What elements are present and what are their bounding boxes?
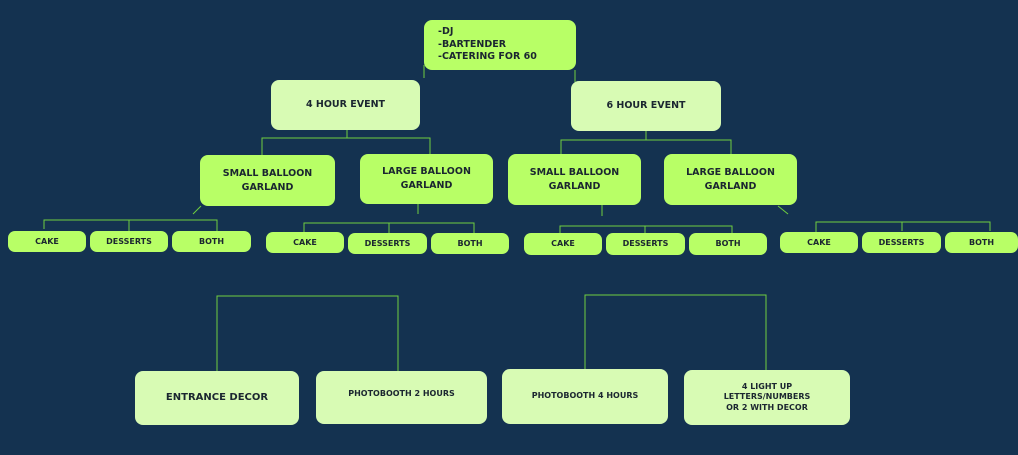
event-4-hour-label: 4 HOUR EVENT — [305, 99, 386, 111]
addon-letters-line2: LETTERS/NUMBERS — [723, 392, 811, 402]
addon-letters-line3: OR 2 WITH DECOR — [726, 402, 808, 412]
connector-addons-left — [216, 295, 399, 371]
event-4-hour-node[interactable]: 4 HOUR EVENT — [271, 80, 420, 130]
addon-photobooth-4-hours[interactable]: PHOTOBOOTH 4 HOURS — [502, 369, 668, 424]
garland-large-6hr-line1: LARGE BALLOON — [686, 166, 775, 178]
connector-4hr-garlands — [261, 130, 348, 155]
garland-large-4hr-line1: LARGE BALLOON — [382, 166, 471, 178]
option-cake-g2[interactable]: CAKE — [266, 232, 344, 253]
garland-small-6hr-line1: SMALL BALLOON — [529, 166, 620, 178]
garland-small-4hr-line1: SMALL BALLOON — [222, 167, 313, 179]
connector-6hr-garlands — [560, 131, 647, 154]
garland-small-4hr-node[interactable]: SMALL BALLOON GARLAND — [200, 155, 335, 206]
option-label: CAKE — [551, 239, 575, 248]
option-cake-g4[interactable]: CAKE — [780, 232, 858, 253]
option-label: DESSERTS — [878, 237, 925, 247]
event-6-hour-label: 6 HOUR EVENT — [606, 100, 686, 112]
addon-photobooth-2-hours[interactable]: PHOTOBOOTH 2 HOURS — [316, 371, 487, 424]
garland-large-4hr-line2: GARLAND — [400, 180, 453, 191]
option-label: CAKE — [35, 236, 59, 246]
root-line-catering: -CATERING FOR 60 — [438, 51, 537, 63]
option-desserts-g2[interactable]: DESSERTS — [348, 233, 427, 254]
garland-large-6hr-line2: GARLAND — [704, 180, 757, 192]
garland-large-4hr-node[interactable]: LARGE BALLOON GARLAND — [360, 154, 493, 204]
option-desserts-g4[interactable]: DESSERTS — [862, 232, 941, 253]
garland-small-4hr-line2: GARLAND — [241, 181, 294, 193]
option-label: CAKE — [293, 237, 317, 247]
connector-addons-right — [584, 294, 767, 370]
addon-entrance-decor-label: ENTRANCE DECOR — [165, 391, 269, 403]
option-both-g1[interactable]: BOTH — [172, 231, 251, 252]
connector-g1-options — [192, 205, 202, 215]
root-line-dj: -DJ — [438, 26, 454, 38]
root-node[interactable]: -DJ -BARTENDER -CATERING FOR 60 — [424, 20, 576, 70]
garland-large-6hr-node[interactable]: LARGE BALLOON GARLAND — [664, 154, 797, 205]
garland-small-6hr-node[interactable]: SMALL BALLOON GARLAND — [508, 154, 641, 205]
option-label: BOTH — [198, 236, 225, 246]
root-line-bartender: -BARTENDER — [438, 38, 507, 50]
option-cake-g1[interactable]: CAKE — [8, 231, 86, 252]
event-6-hour-node[interactable]: 6 HOUR EVENT — [571, 81, 721, 131]
addon-photobooth-4-label: PHOTOBOOTH 4 HOURS — [531, 391, 639, 401]
option-desserts-g3[interactable]: DESSERTS — [606, 233, 685, 255]
option-both-g4[interactable]: BOTH — [945, 232, 1018, 253]
option-both-g2[interactable]: BOTH — [431, 233, 509, 254]
option-label: DESSERTS — [364, 238, 411, 248]
addon-photobooth-2-label: PHOTOBOOTH 2 HOURS — [348, 389, 455, 399]
option-label: DESSERTS — [106, 236, 152, 246]
option-desserts-g1[interactable]: DESSERTS — [90, 231, 168, 252]
connector-g4-options — [777, 205, 789, 215]
option-label: BOTH — [715, 239, 741, 248]
option-both-g3[interactable]: BOTH — [689, 233, 767, 255]
option-label: BOTH — [457, 238, 483, 248]
option-label: BOTH — [968, 237, 995, 247]
garland-small-6hr-line2: GARLAND — [548, 180, 601, 192]
option-label: DESSERTS — [622, 239, 669, 248]
addon-entrance-decor[interactable]: ENTRANCE DECOR — [135, 371, 299, 425]
addon-letters-line1: 4 LIGHT UP — [741, 381, 793, 391]
option-cake-g3[interactable]: CAKE — [524, 233, 602, 255]
addon-light-up-letters[interactable]: 4 LIGHT UP LETTERS/NUMBERS OR 2 WITH DEC… — [684, 370, 850, 425]
option-label: CAKE — [807, 237, 831, 247]
